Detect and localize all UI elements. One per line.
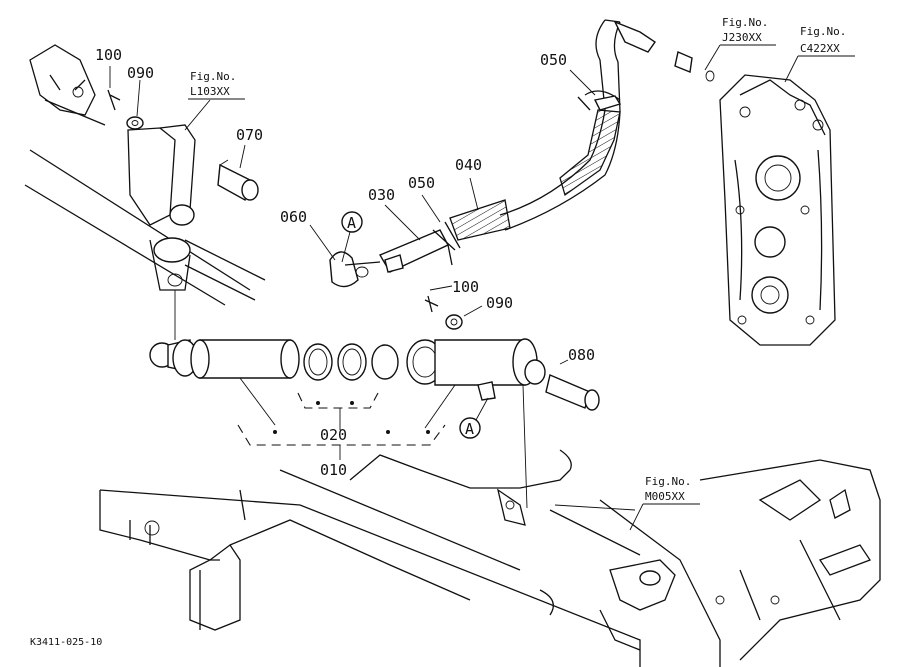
right-housing <box>719 74 836 346</box>
fig-ref-code: M005XX <box>645 490 685 503</box>
part-label-010: 010 <box>320 461 347 479</box>
hose-assembly <box>309 19 715 288</box>
fig-ref-m005: Fig.No. M005XX <box>629 475 700 531</box>
part-label-030: 030 <box>368 186 395 204</box>
fig-ref-c422: Fig.No. C422XX <box>784 25 855 83</box>
part-label-040: 040 <box>455 156 482 174</box>
callout-letter: A <box>465 420 474 438</box>
hydraulic-cylinder <box>149 290 546 401</box>
part-label-090-middle: 090 <box>486 294 513 312</box>
pin-070-group <box>107 66 259 202</box>
fig-ref-prefix: Fig.No. <box>645 475 691 488</box>
part-label-050-upper: 050 <box>540 51 567 69</box>
left-axle-bracket <box>24 44 266 306</box>
fig-ref-code: L103XX <box>190 85 230 98</box>
fig-ref-code: C422XX <box>800 42 840 55</box>
fig-ref-j230: Fig.No. J230XX <box>704 16 776 71</box>
callout-a-upper: A <box>341 211 363 263</box>
part-label-060: 060 <box>280 208 307 226</box>
fig-ref-prefix: Fig.No. <box>722 16 768 29</box>
part-label-090-upper: 090 <box>127 64 154 82</box>
callout-letter: A <box>347 214 356 232</box>
fig-ref-l103: Fig.No. L103XX <box>188 70 245 100</box>
fig-ref-code: J230XX <box>722 31 762 44</box>
part-label-050-middle: 050 <box>408 174 435 192</box>
tractor-frame <box>99 449 881 667</box>
kit-brackets <box>237 377 528 509</box>
part-label-080: 080 <box>568 346 595 364</box>
fig-ref-prefix: Fig.No. <box>800 25 846 38</box>
fig-ref-prefix: Fig.No. <box>190 70 236 83</box>
part-label-100-upper: 100 <box>95 46 122 64</box>
document-code: K3411-025-10 <box>30 637 102 648</box>
callout-a-lower: A <box>459 417 481 439</box>
pin-080-group <box>424 285 600 411</box>
part-label-020: 020 <box>320 426 347 444</box>
part-label-100-middle: 100 <box>452 278 479 296</box>
part-label-070: 070 <box>236 126 263 144</box>
